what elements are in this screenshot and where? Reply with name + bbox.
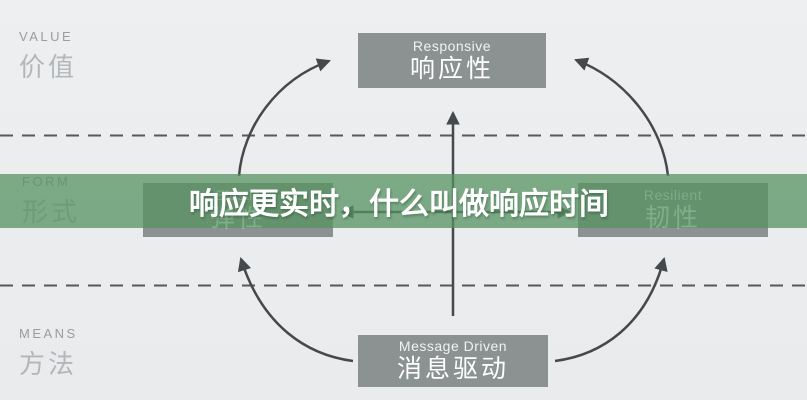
arrow-message-to-elastic <box>237 257 354 363</box>
section-value: VALUE 价值 <box>19 29 77 84</box>
arrow-elastic-to-responsive <box>237 58 331 177</box>
overlay-caption: 响应更实时，什么叫做响应时间 <box>189 188 609 221</box>
node-responsive: Responsive 响应性 <box>358 33 546 88</box>
arrow-message-to-resilient <box>554 257 668 363</box>
section-means-label-zh: 方法 <box>19 349 78 379</box>
section-value-label-zh: 价值 <box>19 52 78 82</box>
section-means: MEANS 方法 <box>19 326 78 381</box>
arrow-resilient-to-responsive <box>574 57 670 177</box>
overlay-banner <box>0 174 807 228</box>
node-responsive-label-zh: 响应性 <box>409 54 494 83</box>
section-value-label-en: VALUE <box>19 29 74 44</box>
node-responsive-label-en: Responsive <box>412 37 492 54</box>
section-means-label-en: MEANS <box>19 326 78 341</box>
node-message-driven: Message Driven 消息驱动 <box>358 335 548 387</box>
node-message-driven-label-en: Message Driven <box>398 338 508 355</box>
node-message-driven-label-zh: 消息驱动 <box>396 355 509 384</box>
